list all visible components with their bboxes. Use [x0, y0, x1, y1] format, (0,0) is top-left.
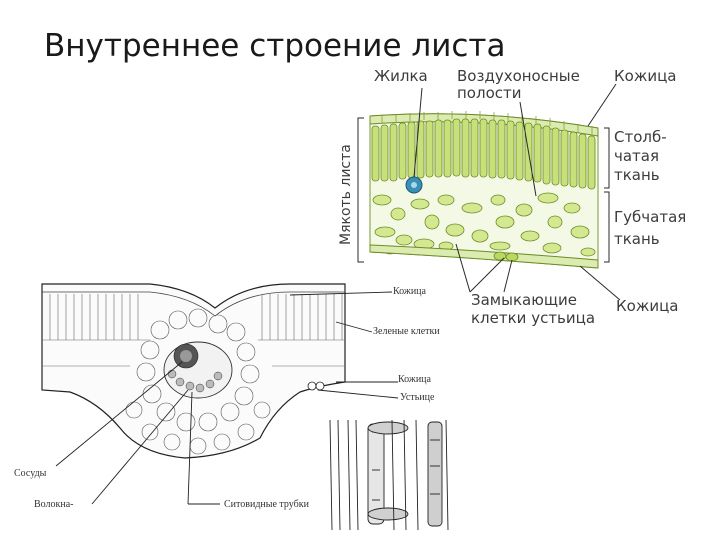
guard-cell-right: [505, 252, 519, 262]
label-green-cells: Зеленые клетки: [373, 326, 440, 337]
label-air-cavities-2: полости: [457, 84, 522, 102]
slide-title: Внутреннее строение листа: [44, 28, 506, 64]
spongy-cells: [372, 192, 596, 257]
label-palisade-1: Столб-: [614, 128, 667, 146]
label-spongy-2: ткань: [614, 230, 660, 248]
lower-leaf-section: [41, 283, 346, 459]
bracket-palisade: [604, 127, 610, 189]
bracket-mesophyll: [357, 117, 364, 263]
label-guard-cells-1: Замыкающие: [471, 291, 577, 309]
label-vein: Жилка: [374, 67, 428, 85]
bracket-spongy: [604, 191, 610, 263]
label-sieve-tubes: Ситовидные трубки: [224, 499, 309, 510]
lower-green-cells: [42, 294, 345, 367]
upper-epidermis-cells: [381, 111, 593, 134]
label-skin-top: Кожица: [614, 67, 677, 85]
label-spongy-1: Губчатая: [614, 208, 687, 226]
lower-stoma: [307, 381, 317, 391]
lower-leaders: [55, 291, 399, 505]
label-skin-bottom: Кожица: [616, 297, 679, 315]
label-vessels: Сосуды: [14, 468, 47, 479]
label-lower-skin-top: Кожица: [393, 286, 426, 297]
guard-cell-left: [493, 251, 507, 261]
upper-leaf-section: [369, 111, 599, 269]
midrib-cells: [125, 308, 271, 455]
upper-leaders: [357, 83, 621, 301]
label-palisade-2: чатая: [614, 147, 660, 165]
lower-epidermis: [369, 244, 599, 269]
palisade-cells: [371, 118, 596, 190]
label-fibers: Волокна-: [34, 499, 74, 510]
label-mesophyll: Мякоть листа: [338, 144, 354, 245]
label-palisade-3: ткань: [614, 166, 660, 184]
label-guard-cells-2: клетки устьица: [471, 309, 596, 327]
label-lower-skin-bottom: Кожица: [398, 374, 431, 385]
phloem-cells: [167, 369, 223, 393]
longitudinal-vessels: [323, 418, 451, 532]
label-stoma: Устьице: [400, 392, 435, 403]
label-air-cavities-1: Воздухоносные: [457, 67, 580, 85]
